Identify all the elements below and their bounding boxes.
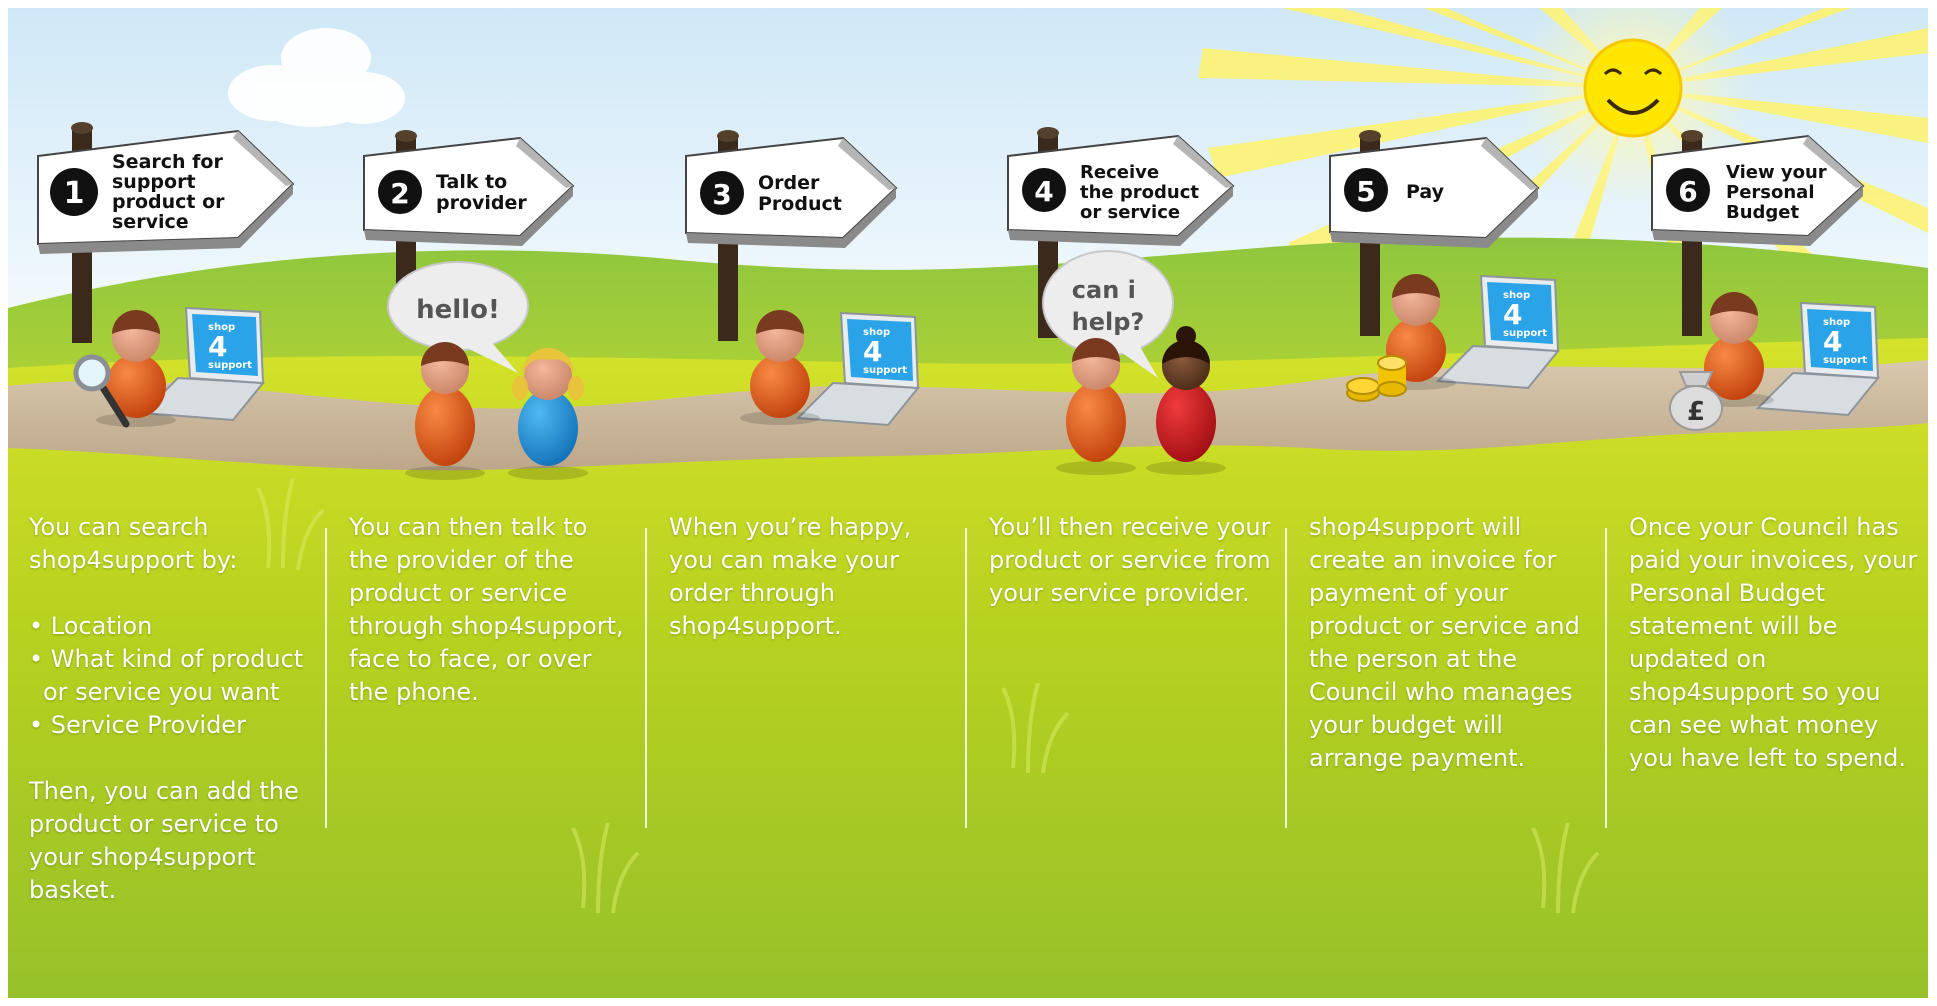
gravel-path <box>8 360 1928 471</box>
step-1-bullet: Location <box>29 610 314 643</box>
laptop-screen-top: shop <box>1823 317 1850 328</box>
step-5-text: shop4support will create an invoice for … <box>1309 513 1580 772</box>
shop4support-process-diagram: 1 Search for support product or service … <box>8 8 1928 998</box>
laptop-screen-middle: 4 <box>1823 325 1842 358</box>
sign-1-line-3: product or <box>112 191 225 213</box>
laptop-icon: shop 4 support <box>1755 301 1881 417</box>
person-red <box>1146 326 1226 475</box>
step-4-text: You’ll then receive your product or serv… <box>989 513 1271 607</box>
person-orange <box>1056 338 1136 475</box>
column-divider <box>965 528 967 828</box>
sign-1-line-1: Search for <box>112 151 223 173</box>
step-1-description: You can search shop4support by: Location… <box>29 511 314 907</box>
cloud-icon <box>228 28 405 127</box>
step-1-outro: Then, you can add the product or service… <box>29 777 299 904</box>
sign-6-line-1: View your <box>1726 162 1827 183</box>
step-number-2: 2 <box>390 177 409 210</box>
column-divider <box>1605 528 1607 828</box>
laptop-screen-top: shop <box>863 327 890 338</box>
laptop-screen-top: shop <box>208 322 235 333</box>
step-1-intro: You can search shop4support by: <box>29 513 238 574</box>
step-6-text: Once your Council has paid your invoices… <box>1629 513 1918 772</box>
step-1-bullet: Service Provider <box>29 709 314 742</box>
column-divider <box>645 528 647 828</box>
signpost-step-2: 2 Talk to provider <box>363 130 575 326</box>
sign-1-line-2: support <box>112 171 196 193</box>
svg-text:View your Personal: View your Personal Budget <box>1726 162 1833 223</box>
person-orange <box>96 310 176 427</box>
svg-text:Order Product: Order Product <box>758 172 842 215</box>
signpost-step-5: 5 Pay <box>1329 130 1540 336</box>
sign-2-line-2: provider <box>436 192 527 214</box>
column-divider <box>1285 528 1287 828</box>
laptop-icon: shop 4 support <box>1435 274 1561 390</box>
sign-5-line-1: Pay <box>1406 181 1445 203</box>
signpost-step-3: 3 Order Product <box>685 130 898 341</box>
speech-text-step-2: hello! <box>416 295 500 325</box>
person-blue <box>508 348 588 480</box>
sign-1-line-4: service <box>112 211 189 233</box>
laptop-screen-bottom: support <box>208 360 252 371</box>
laptop-screen-middle: 4 <box>208 330 227 363</box>
sun-icon <box>1583 38 1683 138</box>
signpost-step-1: 1 Search for support product or service <box>37 122 295 343</box>
magnifier-icon <box>73 354 130 428</box>
sign-2-line-1: Talk to <box>436 171 507 193</box>
person-orange <box>405 342 485 480</box>
svg-text:Talk to provider: Talk to provider <box>436 171 527 214</box>
svg-text:Receive the product: Receive the product or service <box>1080 162 1205 223</box>
step-2-text: You can then talk to the provider of the… <box>349 513 624 706</box>
laptop-icon: shop 4 support <box>795 311 921 427</box>
step-4-description: You’ll then receive your product or serv… <box>989 511 1274 610</box>
step-number-4: 4 <box>1034 175 1053 208</box>
grass-field <box>8 338 1928 998</box>
coins-icon <box>1346 355 1407 402</box>
step-number-1: 1 <box>64 176 85 211</box>
laptop-screen-bottom: support <box>1503 328 1547 339</box>
step-number-6: 6 <box>1678 175 1697 208</box>
column-divider <box>325 528 327 828</box>
speech-text-step-4-line-2: help? <box>1072 308 1145 336</box>
laptop-screen-bottom: support <box>863 365 907 376</box>
step-number-3: 3 <box>712 178 731 211</box>
money-bag-icon: £ <box>1669 371 1723 431</box>
person-orange <box>740 310 820 425</box>
sign-4-line-3: or service <box>1080 202 1180 223</box>
svg-text:Search for support: Search for support product or service <box>112 151 231 233</box>
step-1-bullet-list: Location What kind of product or service… <box>29 610 314 742</box>
laptop-screen-middle: 4 <box>1503 298 1522 331</box>
money-bag-symbol: £ <box>1687 397 1705 427</box>
signpost-step-4: 4 Receive the product or service <box>1007 127 1235 338</box>
svg-text:can i help?: can i help? <box>1072 276 1145 336</box>
step-number-5: 5 <box>1356 175 1375 208</box>
sign-6-line-3: Budget <box>1726 202 1800 223</box>
step-5-description: shop4support will create an invoice for … <box>1309 511 1594 775</box>
sign-4-line-2: the product <box>1080 182 1199 203</box>
laptop-screen-bottom: support <box>1823 355 1867 366</box>
sign-4-line-1: Receive <box>1080 162 1159 183</box>
laptop-screen-top: shop <box>1503 290 1530 301</box>
laptop-icon: shop 4 support <box>140 306 266 422</box>
sign-3-line-1: Order <box>758 172 820 194</box>
speech-text-step-4-line-1: can i <box>1072 276 1136 304</box>
sign-3-line-2: Product <box>758 193 842 215</box>
step-3-text: When you’re happy, you can make your ord… <box>669 513 912 640</box>
laptop-screen-middle: 4 <box>863 335 882 368</box>
step-6-description: Once your Council has paid your invoices… <box>1629 511 1919 775</box>
grass-tufts <box>256 477 1600 914</box>
sign-6-line-2: Personal <box>1726 182 1815 203</box>
signpost-step-6: 6 View your Personal Budget <box>1651 130 1865 336</box>
illustration-scene: 1 Search for support product or service … <box>8 8 1928 998</box>
step-2-description: You can then talk to the provider of the… <box>349 511 634 709</box>
step-1-bullet: What kind of product or service you want <box>29 643 314 709</box>
step-3-description: When you’re happy, you can make your ord… <box>669 511 929 643</box>
